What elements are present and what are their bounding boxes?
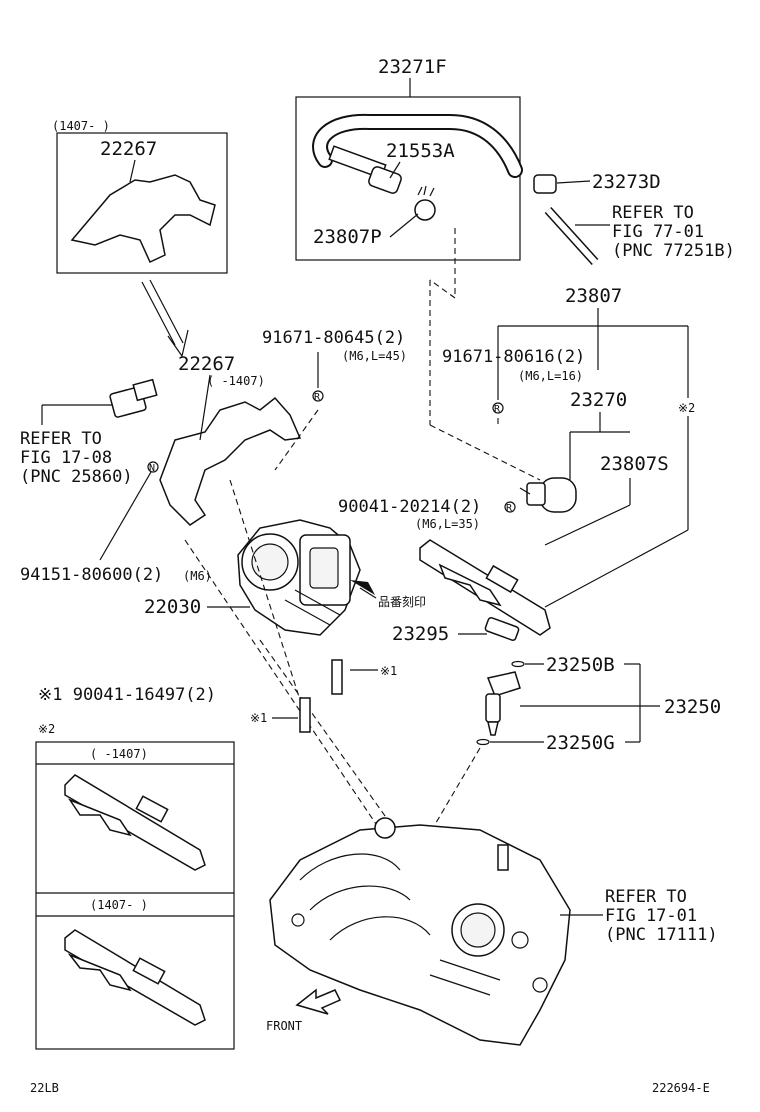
svg-text:N: N: [149, 463, 155, 474]
label-23271F: 23271F: [378, 56, 447, 78]
bracket-22267-new: [70, 174, 216, 263]
refer-17-08-line3: (PNC 25860): [20, 467, 133, 487]
marker-R2: [492, 402, 504, 414]
label-23270: 23270: [570, 389, 627, 411]
label-22267-top: 22267: [100, 138, 157, 160]
footer-right: 222694-E: [652, 1081, 710, 1095]
label-22267: 22267: [178, 353, 235, 375]
intake-manifold: [269, 817, 571, 1046]
label-23807S: 23807S: [600, 453, 669, 475]
part-23807P: [414, 199, 436, 221]
clip-23273D: [533, 174, 557, 194]
label-23250G: 23250G: [546, 732, 615, 754]
label-23807: 23807: [565, 285, 622, 307]
label-23273D: 23273D: [592, 171, 661, 193]
footer-left: 22LB: [30, 1081, 59, 1095]
label-front: FRONT: [266, 1019, 302, 1033]
label-94151: 94151-80600(2): [20, 565, 163, 585]
label-23295: 23295: [392, 623, 449, 645]
label-22030: 22030: [144, 596, 201, 618]
inset-date1: ( -1407): [90, 747, 148, 761]
refer-77-line3: (PNC 77251B): [612, 241, 735, 261]
label-star2: ※2: [678, 401, 695, 415]
refer-17-01-line1: REFER TO: [605, 887, 687, 907]
label-22267-date2: ( -1407): [207, 374, 265, 388]
refer-17-01-line3: (PNC 17111): [605, 925, 718, 945]
hose-assembly-box: [295, 96, 521, 261]
label-94151-spec: (M6): [183, 569, 212, 583]
label-23250B: 23250B: [546, 654, 615, 676]
svg-text:R: R: [494, 404, 501, 415]
refer-17-08-line2: FIG 17-08: [20, 448, 112, 468]
stud-2: [299, 697, 311, 733]
throttle-body-22030: [237, 519, 361, 636]
label-21553A: 21553A: [386, 140, 455, 162]
marker-R1: [312, 390, 324, 402]
inset-box: [35, 741, 235, 1050]
label-90041-20214-spec: (M6,L=35): [415, 517, 480, 531]
front-arrow-icon: [295, 988, 342, 1015]
refer-17-08-line1: REFER TO: [20, 429, 102, 449]
pressure-regulator-23270: [519, 477, 577, 513]
label-91671-80616-spec: (M6,L=16): [518, 369, 583, 383]
part-23295: [484, 617, 520, 641]
fuel-rail: [419, 539, 551, 636]
label-90041-20214: 90041-20214(2): [338, 497, 481, 517]
injector-23250: [485, 671, 521, 736]
label-23250: 23250: [664, 696, 721, 718]
label-91671-80616: 91671-80616(2): [442, 347, 585, 367]
label-23807P: 23807P: [313, 226, 382, 248]
marker-N: [147, 461, 159, 473]
label-91671-80645-spec: (M6,L=45): [342, 349, 407, 363]
o-ring-23250B: [511, 660, 525, 668]
note-star1: ※1 90041-16497(2): [38, 685, 216, 705]
bracket-box: [56, 132, 228, 274]
bracket-22267-old: [159, 396, 302, 526]
svg-text:R: R: [314, 392, 321, 403]
fuel-rail-new: [64, 929, 206, 1026]
o-ring-23250G: [476, 738, 490, 746]
stud-1: [331, 659, 343, 695]
refer-77-line1: REFER TO: [612, 203, 694, 223]
label-91671-80645: 91671-80645(2): [262, 328, 405, 348]
note-star2: ※2: [38, 722, 55, 736]
refer-77-line2: FIG 77-01: [612, 222, 704, 242]
label-stamp: 品番刻印: [378, 595, 426, 609]
marker-R3: [504, 501, 516, 513]
label-22267-date: (1407- ): [52, 119, 110, 133]
label-star1-a: ※1: [380, 664, 397, 678]
refer-17-01-line2: FIG 17-01: [605, 906, 697, 926]
svg-text:R: R: [506, 503, 513, 514]
label-star1-b: ※1: [250, 711, 267, 725]
inset-date2: (1407- ): [90, 898, 148, 912]
fuel-rail-old: [64, 774, 206, 871]
